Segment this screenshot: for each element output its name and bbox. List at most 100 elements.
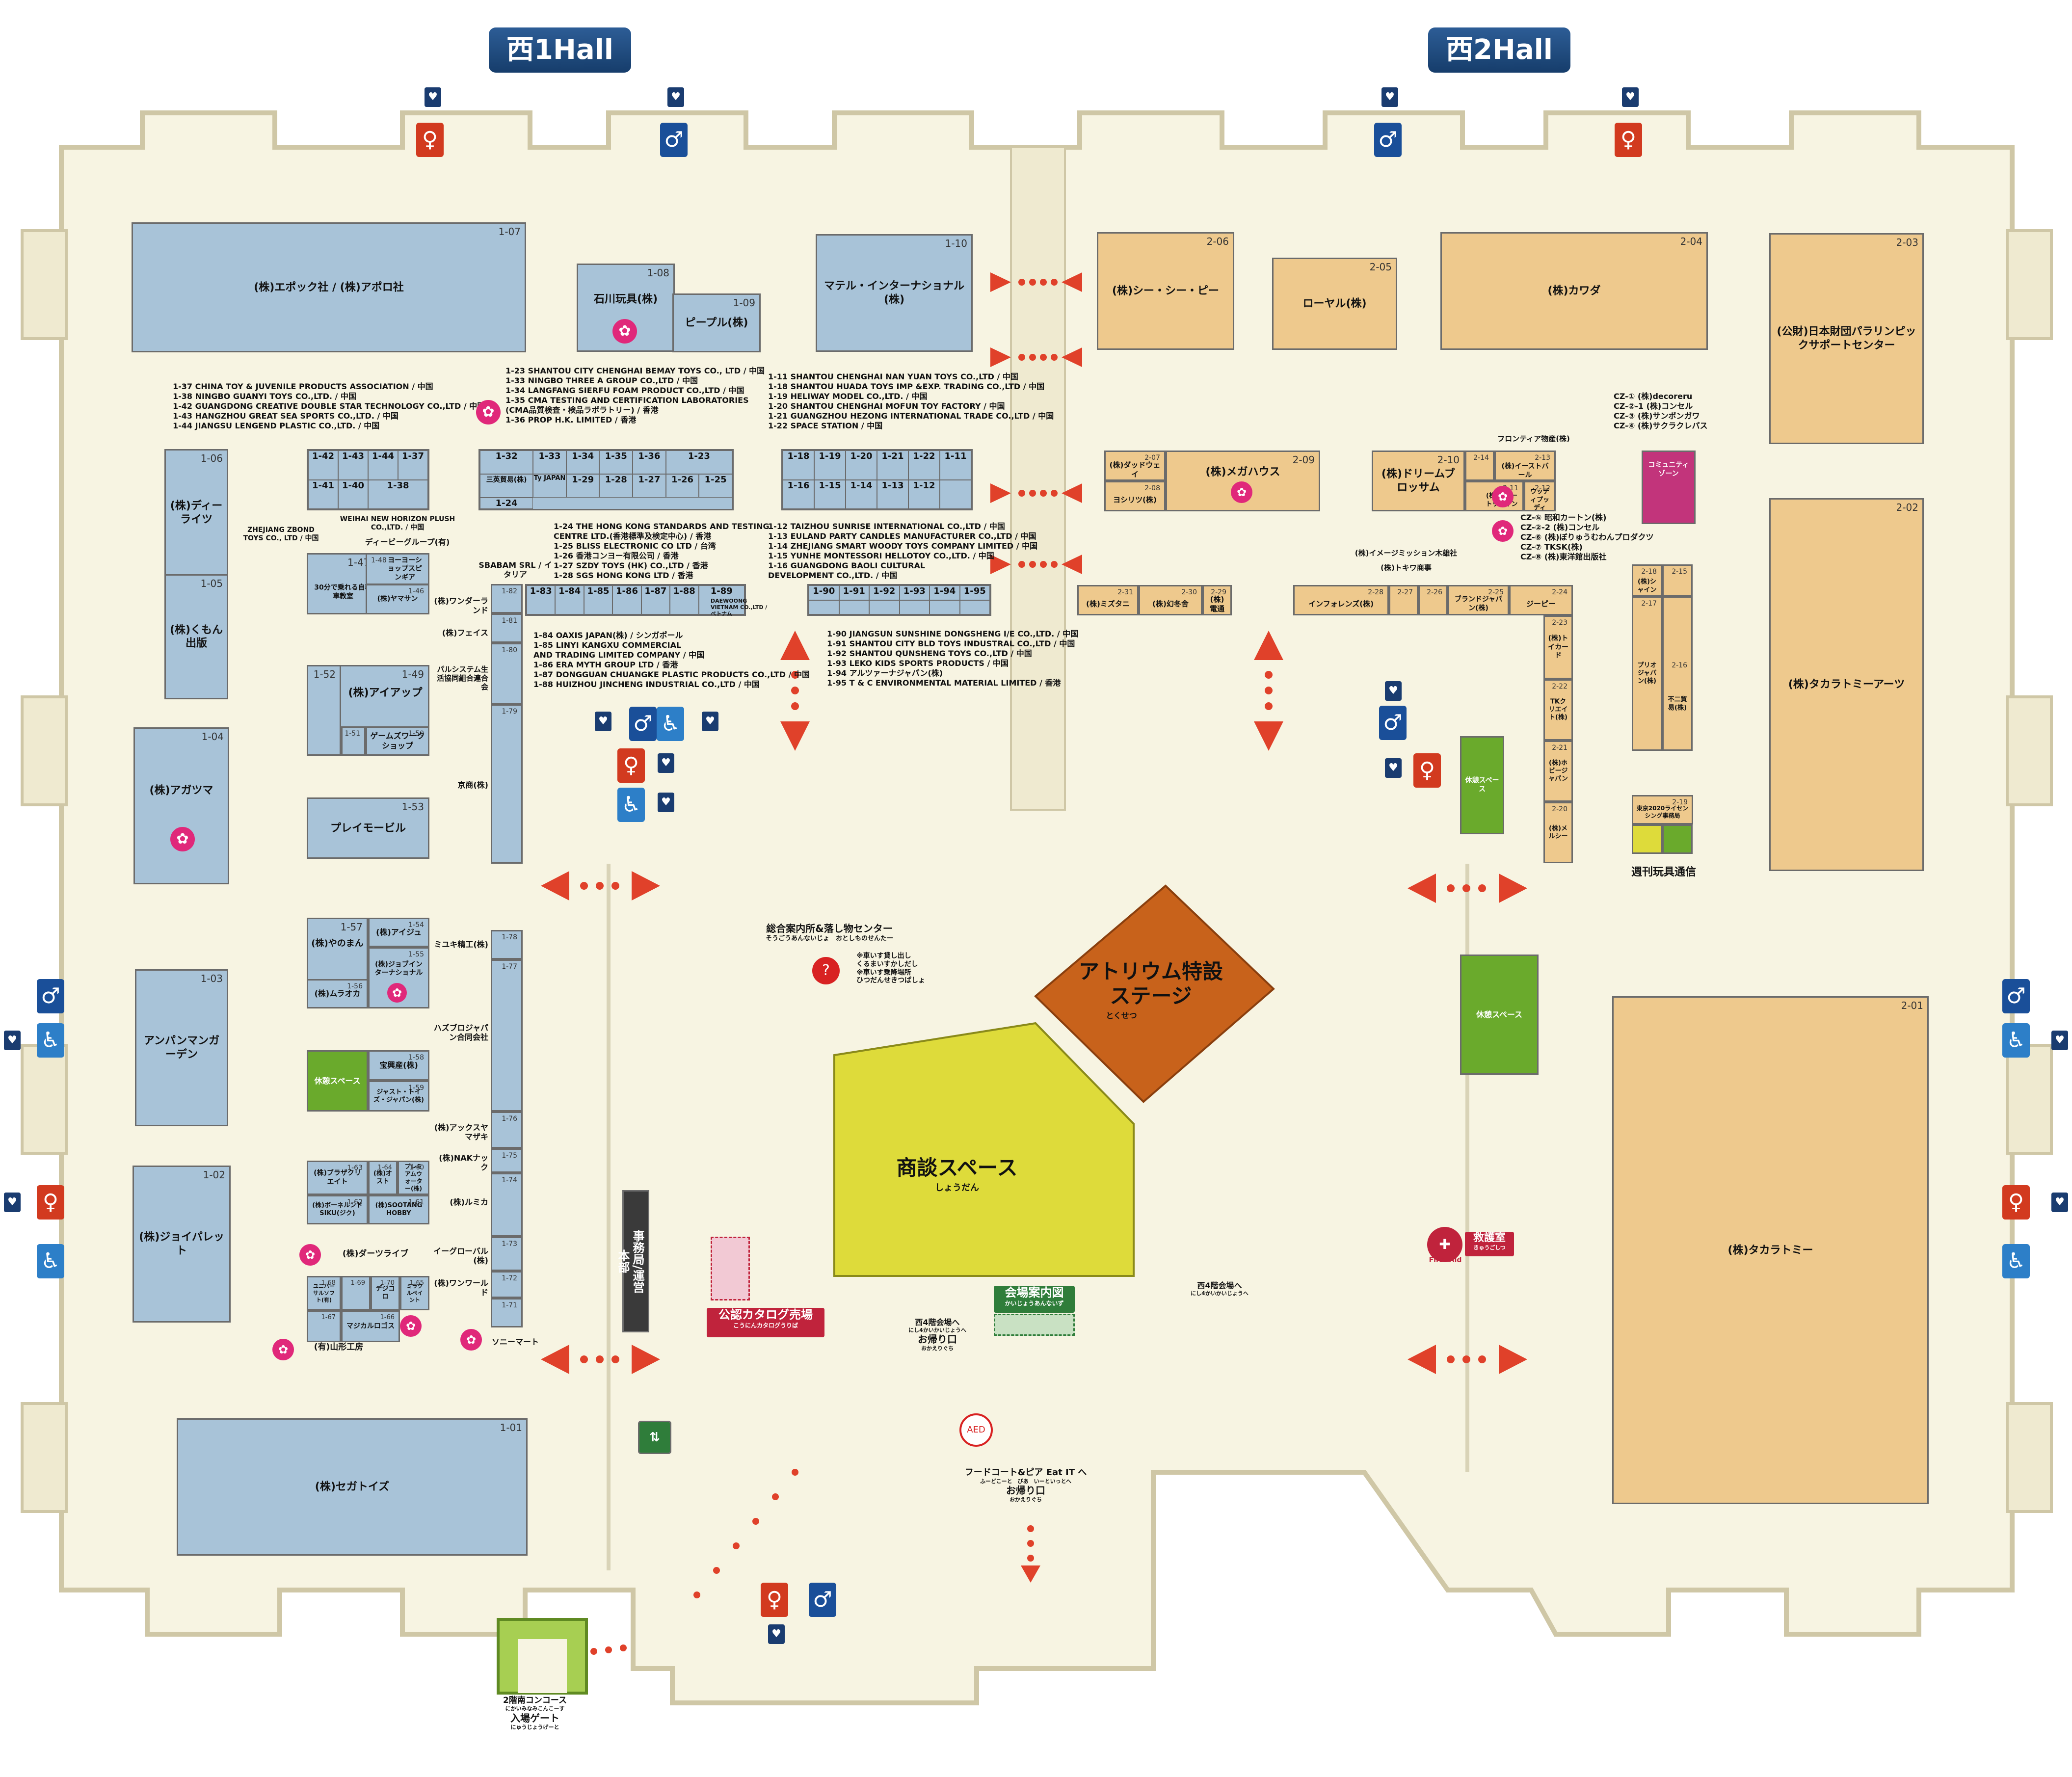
booth-1-54[interactable]: 1-54 (株)アイジュ <box>368 918 429 947</box>
booth-1-56[interactable]: 1-56 (株)ムラオカ <box>307 979 368 1008</box>
booth-cell[interactable]: 1-35 <box>599 451 633 474</box>
booth-1-82[interactable]: 1-82 <box>491 584 523 613</box>
booth-2-25[interactable]: 2-25 ブランドジャパン(株) <box>1448 585 1509 615</box>
booth-cell[interactable] <box>869 600 900 614</box>
booth-2-07[interactable]: 2-07 (株)ダッドウェイ <box>1104 451 1166 481</box>
booth-1-50[interactable]: 1-50 ゲームズワークショップ <box>366 726 429 756</box>
booth-cell[interactable] <box>839 600 869 614</box>
booth-1-64[interactable]: 1-64 (株)オスト <box>368 1161 398 1195</box>
booth-cell[interactable]: 1-86 <box>612 585 641 614</box>
booth-cell[interactable] <box>899 600 930 614</box>
booth-cell[interactable]: 1-41 <box>308 479 338 509</box>
booth-1-69[interactable]: 1-69 <box>341 1276 371 1310</box>
booth-2-20[interactable]: 2-20 (株)メルシー <box>1543 802 1573 863</box>
booth-2-15[interactable]: 2-15 <box>1662 564 1693 596</box>
booth-1-03[interactable]: 1-03 アンパンマンガーデン <box>135 969 228 1126</box>
booth-cell[interactable]: 1-37 <box>398 451 428 480</box>
booth-cell[interactable]: 1-94 <box>930 585 960 600</box>
booth-1-63[interactable]: 1-63 (株)ブラザクリエイト <box>307 1161 368 1195</box>
booth-grid-c[interactable]: 1-18 1-19 1-20 1-21 1-22 1-11 1-16 1-15 … <box>781 449 973 510</box>
booth-2-17[interactable]: 2-17 プリオジャパン(株) <box>1632 596 1662 751</box>
booth-1-05[interactable]: 1-05 (株)くもん出版 <box>164 574 228 699</box>
booth-2-04[interactable]: 2-04 (株)カワダ <box>1440 232 1708 350</box>
booth-2-22[interactable]: 2-22 TKクリエイト(株) <box>1543 679 1573 741</box>
booth-1-70[interactable]: 1-70 デジコロ <box>371 1276 400 1310</box>
booth-grid-b[interactable]: 1-32 1-33 1-34 1-35 1-36 1-23 三英貿易(株) Ty… <box>478 449 734 510</box>
booth-cell[interactable]: 1-24 <box>480 498 533 509</box>
booth-2-05[interactable]: 2-05 ローヤル(株) <box>1272 258 1397 350</box>
booth-grid-e[interactable]: 1-90 1-91 1-92 1-93 1-94 1-95 <box>807 584 991 616</box>
booth-2-16[interactable]: 2-16 不二貿易(株) <box>1662 596 1693 751</box>
booth-2-29[interactable]: 2-29 (株)電通 <box>1202 585 1232 615</box>
booth-cell[interactable]: 1-87 <box>641 585 670 614</box>
booth-1-02[interactable]: 1-02 (株)ジョイパレット <box>133 1166 231 1323</box>
booth-2-19[interactable]: 2-19 東京2020ライセンシング事務局 <box>1632 795 1693 824</box>
booth-1-73[interactable]: 1-73 <box>491 1237 523 1271</box>
booth-2-03[interactable]: 2-03 (公財)日本財団パラリンピックサポートセンター <box>1769 233 1924 444</box>
booth-1-65[interactable]: 1-65 ミラクルペイント <box>400 1276 429 1310</box>
booth-2-30[interactable]: 2-30 (株)幻冬舎 <box>1139 585 1202 615</box>
booth-cell[interactable]: 1-88 <box>670 585 699 614</box>
booth-cell[interactable]: 1-89 <box>698 585 744 614</box>
booth-1-62[interactable]: 1-62 (株)ボーネルンドSIKU(ジク) <box>307 1195 368 1224</box>
booth-1-51[interactable]: 1-51 <box>341 726 366 756</box>
booth-1-67[interactable]: 1-67 <box>307 1310 341 1342</box>
booth-2-09[interactable]: 2-09 (株)メガハウス ✿ <box>1166 451 1320 511</box>
booth-1-59[interactable]: 1-59 ジャスト・トイズ・ジャパン(株) <box>368 1081 429 1112</box>
booth-cell[interactable]: 1-42 <box>308 451 338 480</box>
booth-cell[interactable]: 1-16 <box>783 479 814 509</box>
booth-2-02[interactable]: 2-02 (株)タカラトミーアーツ <box>1769 498 1924 871</box>
booth-2-12[interactable]: 2-12 ウッディプッディ <box>1524 481 1556 512</box>
booth-1-79[interactable]: 1-79 <box>491 704 523 864</box>
booth-1-06[interactable]: 1-06 (株)ディーライツ <box>164 449 228 577</box>
booth-cell[interactable]: 1-27 <box>633 474 666 498</box>
booth-cell[interactable]: Ty JAPAN <box>533 474 566 498</box>
booth-1-74[interactable]: 1-74 <box>491 1173 523 1237</box>
booth-2-26[interactable]: 2-26 <box>1418 585 1448 615</box>
booth-cell[interactable]: 1-33 <box>533 451 566 474</box>
booth-2-21[interactable]: 2-21 (株)ホビージャパン <box>1543 741 1573 802</box>
booth-1-72[interactable]: 1-72 <box>491 1271 523 1298</box>
booth-1-09[interactable]: 1-09 ピープル(株) <box>672 293 761 352</box>
booth-cell[interactable]: 1-43 <box>338 451 368 480</box>
booth-1-76[interactable]: 1-76 <box>491 1112 523 1148</box>
booth-cell[interactable]: 1-15 <box>814 479 846 509</box>
booth-1-48[interactable]: 1-48 ヨーヨーショップスピンギア <box>366 553 429 585</box>
booth-1-77[interactable]: 1-77 <box>491 959 523 1112</box>
booth-cell[interactable]: 1-26 <box>665 474 699 498</box>
booth-cell[interactable] <box>940 479 971 509</box>
booth-2-18[interactable]: 2-18 (株)シャイン <box>1632 564 1662 596</box>
booth-1-81[interactable]: 1-81 <box>491 613 523 643</box>
booth-cell[interactable]: 1-29 <box>566 474 600 498</box>
booth-cell[interactable]: 1-36 <box>633 451 666 474</box>
booth-cell[interactable]: 1-93 <box>899 585 930 600</box>
booth-1-07[interactable]: 1-07 (株)エポック社 / (株)アポロ社 <box>132 222 526 352</box>
booth-cell[interactable] <box>930 600 960 614</box>
booth-cell[interactable]: 1-22 <box>908 451 940 480</box>
booth-2-14[interactable]: 2-14 <box>1465 451 1494 481</box>
booth-cell[interactable]: 1-91 <box>839 585 869 600</box>
booth-cell[interactable]: 1-34 <box>566 451 600 474</box>
booth-grid-a[interactable]: 1-42 1-43 1-44 1-37 1-41 1-40 1-38 <box>307 449 429 510</box>
booth-cell[interactable]: 三英貿易(株) <box>480 474 533 498</box>
booth-cell[interactable]: 1-92 <box>869 585 900 600</box>
booth-1-71[interactable]: 1-71 <box>491 1298 523 1327</box>
booth-1-53[interactable]: 1-53 プレイモービル <box>307 797 429 859</box>
booth-cell[interactable]: 1-21 <box>877 451 908 480</box>
booth-1-60[interactable]: 1-60 プレミアムウォーター(株) <box>398 1161 429 1195</box>
booth-cell[interactable]: 1-12 <box>908 479 940 509</box>
booth-2-27[interactable]: 2-27 <box>1389 585 1418 615</box>
booth-cell[interactable]: 1-18 <box>783 451 814 480</box>
booth-2-10[interactable]: 2-10 (株)ドリームブロッサム <box>1372 451 1465 511</box>
booth-grid-d[interactable]: 1-83 1-84 1-85 1-86 1-87 1-88 1-89 <box>525 584 746 616</box>
booth-1-80[interactable]: 1-80 <box>491 643 523 704</box>
booth-2-28[interactable]: 2-28 インフォレンズ(株) <box>1293 585 1389 615</box>
booth-cell[interactable]: 1-19 <box>814 451 846 480</box>
booth-cell[interactable]: 1-84 <box>555 585 584 614</box>
booth-1-58[interactable]: 1-58 宝興産(株) <box>368 1050 429 1081</box>
booth-1-66[interactable]: 1-66 マジカルロゴス <box>341 1310 400 1342</box>
booth-cell[interactable]: 1-32 <box>480 451 533 474</box>
booth-cell[interactable]: 1-90 <box>809 585 839 600</box>
booth-1-61[interactable]: 1-61 (株)SOOTANG HOBBY <box>368 1195 429 1224</box>
booth-2-13[interactable]: 2-13 (株)イーストバール <box>1494 451 1556 481</box>
